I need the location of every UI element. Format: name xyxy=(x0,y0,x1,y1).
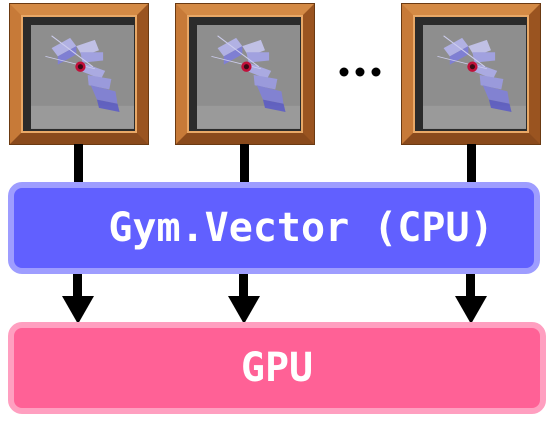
robot-arm-render-1 xyxy=(31,25,134,129)
arrow-down-icon xyxy=(62,274,94,324)
environment-render-frame-n xyxy=(402,4,540,144)
robot-arm-icon xyxy=(423,25,526,129)
arrow-down-icon xyxy=(228,274,260,324)
robot-arm-render-n xyxy=(423,25,526,129)
frame-1-connector xyxy=(74,144,83,186)
frame-2-connector xyxy=(240,144,249,186)
gpu-box: GPU xyxy=(8,322,546,414)
frame-n-connector xyxy=(467,144,476,186)
robot-arm-icon xyxy=(197,25,300,129)
robot-arm-render-2 xyxy=(197,25,300,129)
environment-render-frame-1 xyxy=(10,4,148,144)
environment-render-frame-2 xyxy=(176,4,314,144)
cpu-box-label: Gym.Vector (CPU) xyxy=(108,205,494,251)
ellipsis-icon xyxy=(339,67,381,77)
cpu-vector-box: Gym.Vector (CPU) xyxy=(8,182,540,274)
robot-arm-icon xyxy=(31,25,134,129)
arrow-down-icon xyxy=(455,274,487,324)
gpu-box-label: GPU xyxy=(240,345,314,391)
